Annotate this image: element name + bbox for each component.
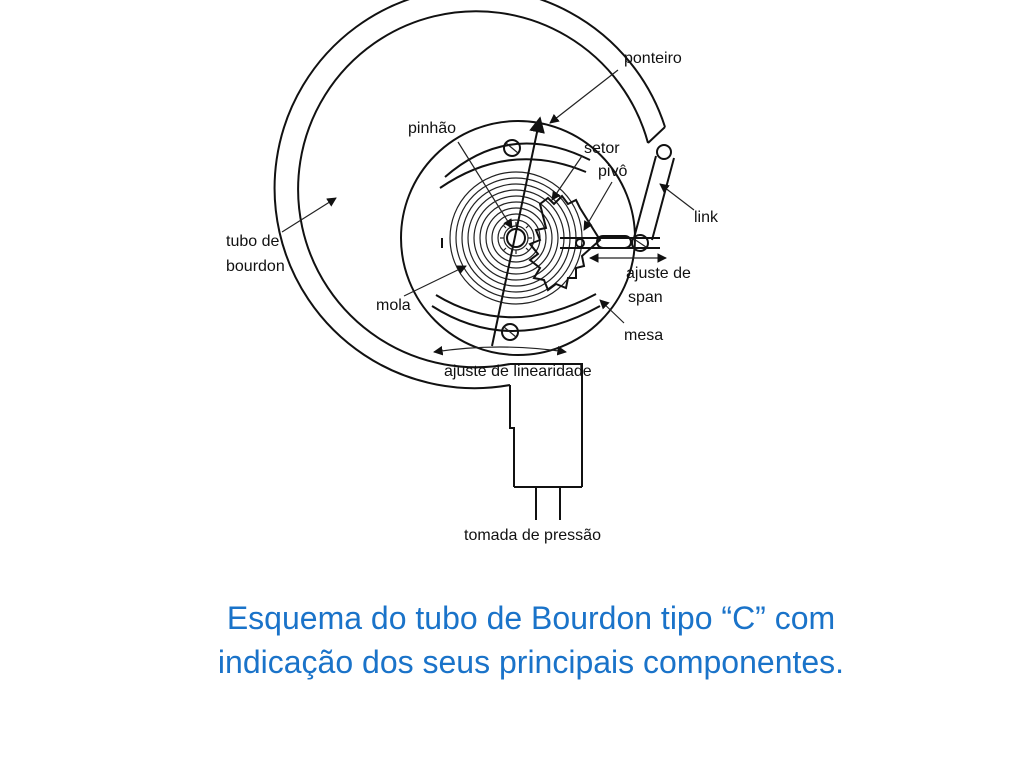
sector-gear <box>528 194 660 292</box>
label-mesa: mesa <box>624 327 663 344</box>
leader-lines <box>281 69 695 356</box>
label-pivo: pivô <box>598 163 627 180</box>
pinion-gear <box>500 222 532 254</box>
label-ajuste-de: ajuste de <box>626 265 691 282</box>
label-link: link <box>694 209 719 226</box>
link-arm <box>633 144 675 241</box>
label-span: span <box>628 289 663 306</box>
bourdon-tube-diagram: ponteiro pinhão setor pivô link tubo de … <box>226 0 719 544</box>
label-pinhao: pinhão <box>408 120 456 137</box>
label-ponteiro: ponteiro <box>624 50 682 67</box>
label-bourdon: bourdon <box>226 258 285 275</box>
label-tubo-de: tubo de <box>226 233 279 250</box>
label-tomada: tomada de pressão <box>464 527 601 544</box>
caption-line-1: Esquema do tubo de Bourdon tipo “C” com <box>226 600 836 636</box>
pointer <box>491 116 545 347</box>
label-ajuste-linearidade: ajuste de linearidade <box>444 363 592 380</box>
caption-line-2: indicação dos seus principais componente… <box>217 644 845 680</box>
label-setor: setor <box>584 140 620 157</box>
caption: Esquema do tubo de Bourdon tipo “C” com … <box>0 596 1024 684</box>
label-mola: mola <box>376 297 411 314</box>
bourdon-tube <box>273 0 666 520</box>
